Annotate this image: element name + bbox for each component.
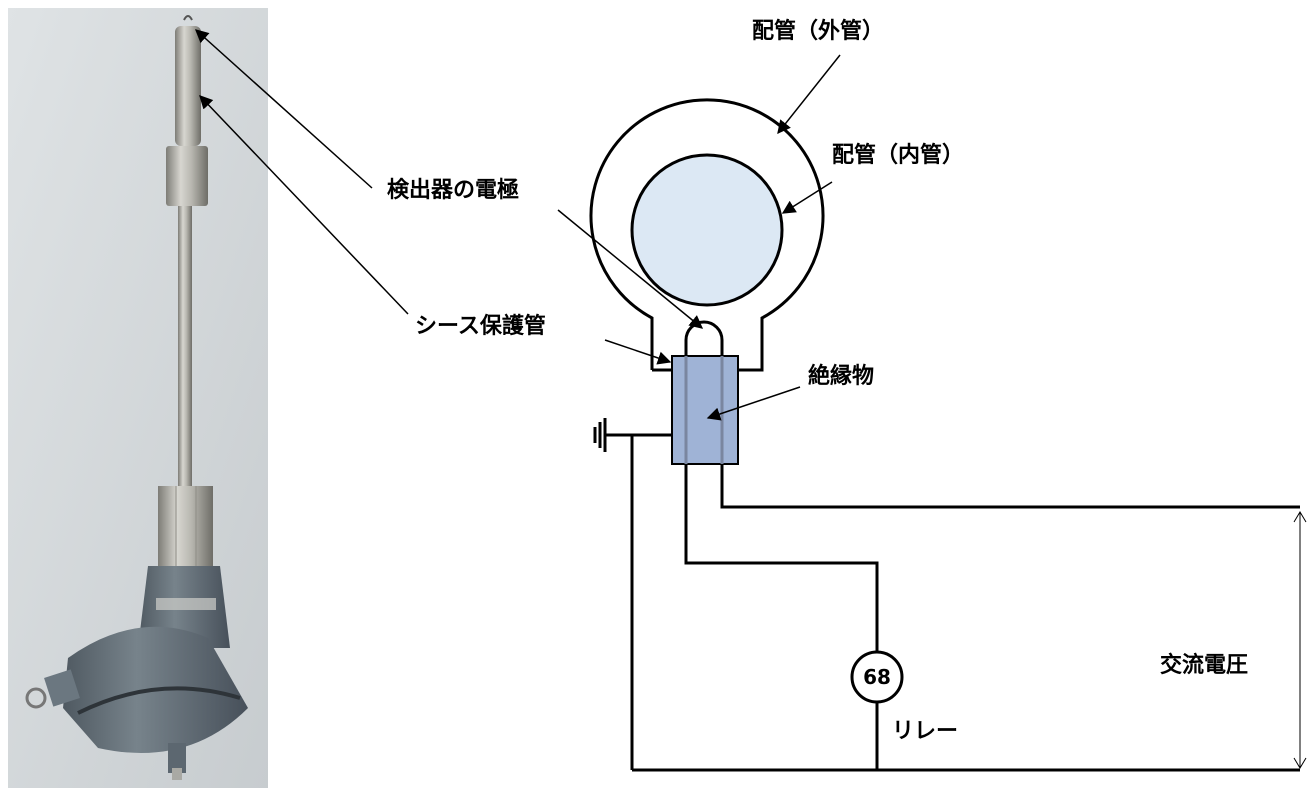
- label-relay: リレー: [892, 719, 958, 744]
- label-sheath: シース保護管: [415, 313, 546, 339]
- detector-photo: [8, 8, 268, 788]
- wire-coil: [25, 687, 47, 709]
- label-electrode: 検出器の電極: [387, 177, 519, 203]
- arrow-electrode: [557, 209, 704, 329]
- arrow-outer-pipe: [777, 54, 841, 135]
- sheath-top: [175, 26, 201, 146]
- hex-fitting: [158, 486, 213, 566]
- arrow-sheath-photo: [199, 95, 409, 315]
- relay-symbol: [850, 650, 904, 704]
- insulator-block: [671, 355, 739, 465]
- outer-pipe: [589, 98, 825, 372]
- inner-pipe: [630, 153, 784, 307]
- cable-gland: [44, 669, 80, 707]
- collar: [166, 146, 208, 206]
- label-ac-voltage: 交流電圧: [1160, 652, 1248, 678]
- arrow-inner-pipe: [781, 181, 833, 214]
- wire-electrode-relay: [684, 464, 879, 652]
- relay-number: 68: [863, 665, 891, 689]
- label-insulator: 絶縁物: [808, 363, 874, 389]
- bottom-screw: [168, 743, 186, 773]
- label-inner-pipe: 配管（内管）: [832, 142, 964, 168]
- electrode-tip: [183, 15, 193, 21]
- arrow-electrode-photo: [194, 29, 373, 189]
- electrode: [684, 320, 724, 356]
- arrow-sheath: [604, 339, 672, 365]
- arrow-insulator: [706, 386, 801, 421]
- wire-sheath-ac: [720, 464, 1300, 509]
- label-outer-pipe: 配管（外管）: [752, 18, 884, 44]
- long-rod: [178, 206, 192, 486]
